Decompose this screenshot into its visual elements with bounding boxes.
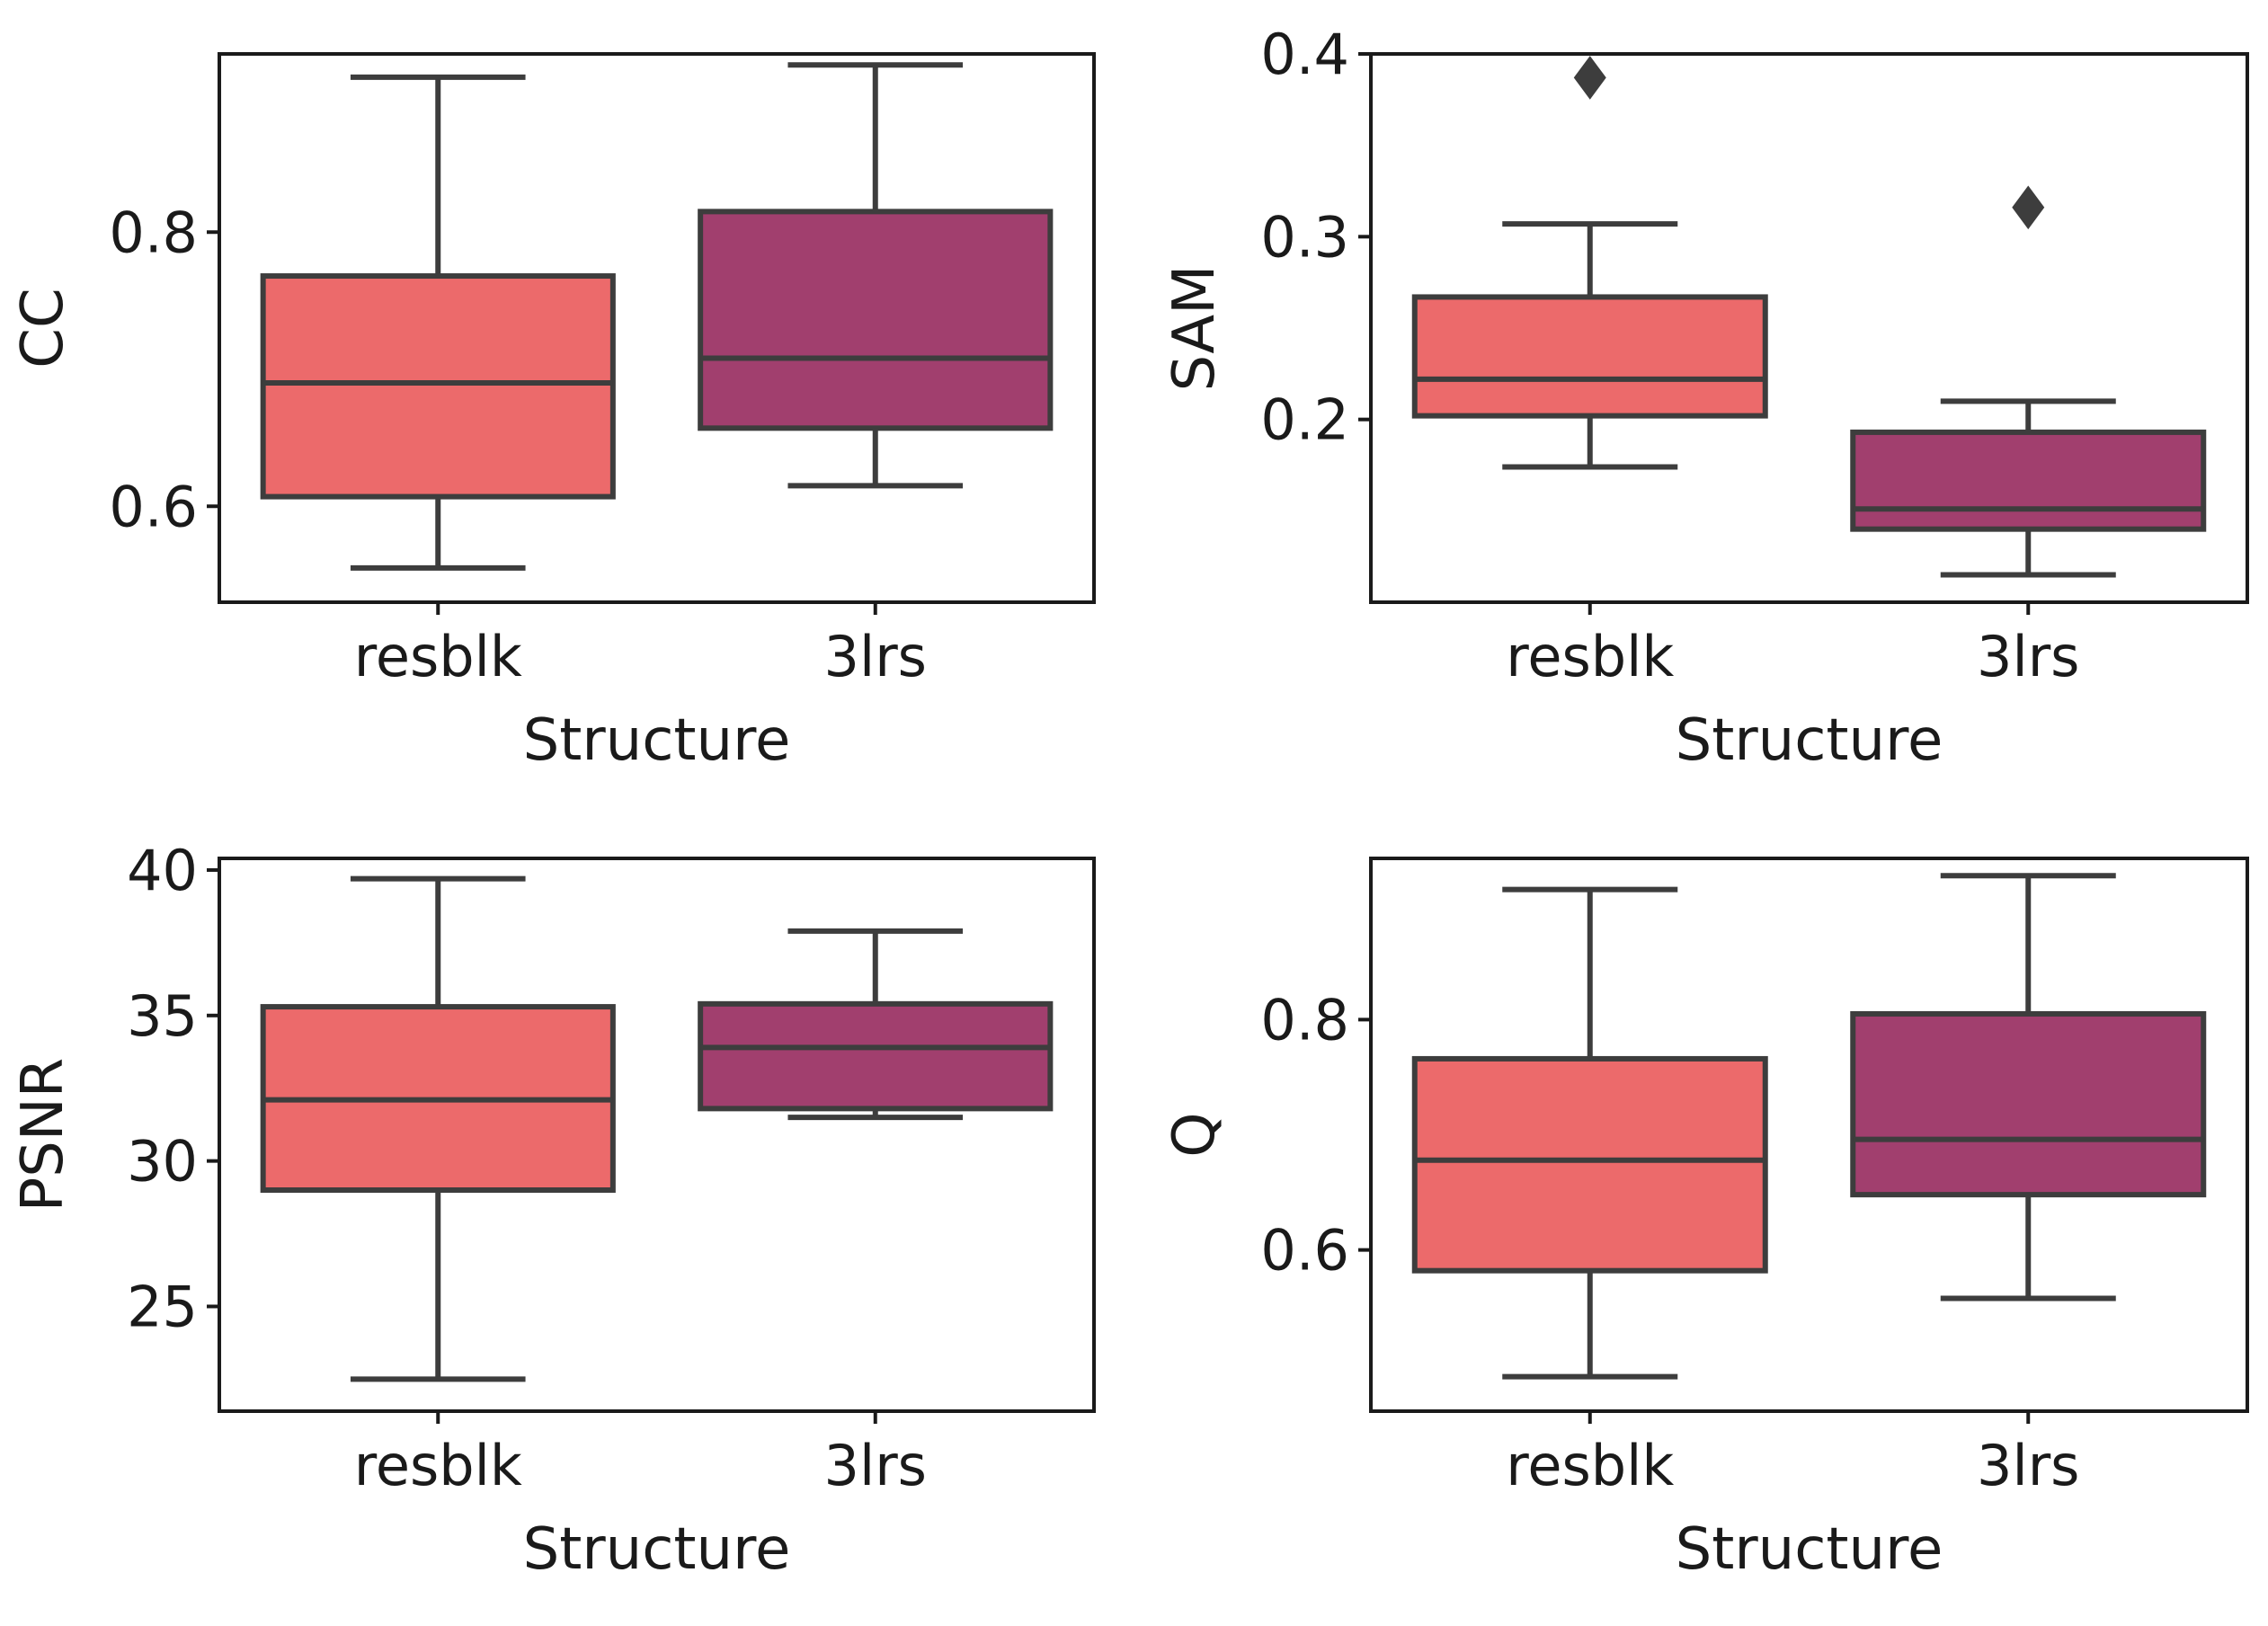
- xtick-label-resblk: resblk: [354, 1433, 522, 1498]
- x-axis-label: Structure: [523, 707, 791, 774]
- x-axis-label: Structure: [1676, 1516, 1943, 1583]
- ytick-label: 0.4: [1260, 22, 1349, 87]
- ytick-label: 30: [127, 1129, 198, 1195]
- xtick-label-3lrs: 3lrs: [1977, 624, 2079, 689]
- ytick-label: 40: [127, 838, 198, 903]
- axes-frame: [218, 857, 1096, 1413]
- box-3lrs: [1850, 1010, 2207, 1198]
- xtick-label-resblk: resblk: [354, 624, 522, 689]
- xtick-label-resblk: resblk: [1506, 624, 1674, 689]
- y-axis-label: CC: [10, 288, 76, 368]
- y-axis-label: SAM: [1161, 265, 1228, 392]
- box-resblk: [260, 273, 616, 500]
- outlier-3lrs-0: [2012, 185, 2045, 230]
- ytick-label: 0.2: [1260, 387, 1349, 453]
- box-resblk: [1411, 294, 1768, 419]
- xtick-label-3lrs: 3lrs: [824, 624, 927, 689]
- ytick-label: 25: [127, 1274, 198, 1339]
- xtick-label-3lrs: 3lrs: [1977, 1433, 2079, 1498]
- ytick-label: 0.8: [109, 200, 198, 265]
- box-resblk: [1411, 1055, 1768, 1274]
- outlier-resblk-0: [1573, 56, 1606, 100]
- x-axis-label: Structure: [523, 1516, 791, 1583]
- y-axis-label: PSNR: [10, 1058, 76, 1213]
- xtick-label-3lrs: 3lrs: [824, 1433, 927, 1498]
- axes-frame: [218, 52, 1096, 604]
- ytick-label: 0.3: [1260, 204, 1349, 270]
- axes-frame: [1369, 857, 2249, 1413]
- ytick-label: 35: [127, 983, 198, 1049]
- xtick-label-resblk: resblk: [1506, 1433, 1674, 1498]
- box-3lrs: [698, 209, 1054, 431]
- x-axis-label: Structure: [1676, 707, 1943, 774]
- box-3lrs: [698, 1000, 1054, 1112]
- ytick-label: 0.6: [1260, 1218, 1349, 1284]
- ytick-label: 0.6: [109, 474, 198, 539]
- ytick-label: 0.8: [1260, 987, 1349, 1053]
- y-axis-label: Q: [1161, 1112, 1228, 1157]
- box-3lrs: [1850, 429, 2207, 532]
- axes-frame: [1369, 52, 2249, 604]
